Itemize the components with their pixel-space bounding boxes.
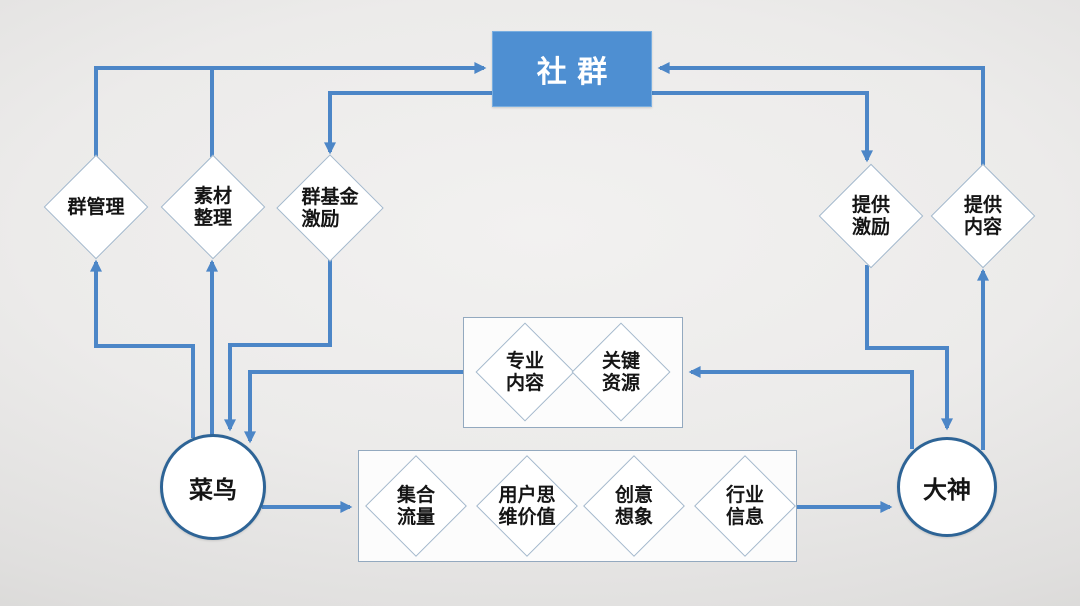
edge-community-to-group-fund-incentive — [324, 91, 492, 155]
node-group-fund-incentive-label: 群基金 激励 — [301, 185, 359, 230]
node-creative-imagination-label: 创意 想象 — [614, 483, 653, 528]
edge-provide-content-to-community — [657, 62, 985, 167]
edge-master-to-middle-group — [688, 366, 914, 449]
edge-community-to-provide-incentive — [652, 91, 873, 163]
node-provide-content-label: 提供 内容 — [963, 193, 1002, 238]
node-rookie: 菜鸟 — [160, 434, 266, 540]
node-key-resources-label: 关键 资源 — [601, 349, 640, 394]
node-material-organizing-label: 素材 整理 — [193, 184, 232, 229]
edge-group-management-to-community — [94, 62, 487, 157]
node-group-management-label: 群管理 — [67, 195, 125, 218]
node-user-thinking-value-label: 用户思 维价值 — [498, 483, 556, 528]
node-community-label: 社 群 — [536, 55, 608, 90]
node-rookie-label: 菜鸟 — [189, 475, 237, 504]
node-provide-incentive-label: 提供 激励 — [851, 193, 890, 238]
node-aggregate-traffic-label: 集合 流量 — [396, 483, 435, 528]
node-community: 社 群 — [492, 31, 652, 107]
node-industry-info-label: 行业 信息 — [725, 483, 764, 528]
edge-provide-incentive-to-master — [865, 265, 953, 431]
node-master: 大神 — [897, 437, 997, 537]
edge-middle-group-to-rookie — [244, 370, 463, 444]
edge-rookie-to-group-management — [90, 259, 195, 438]
edge-group-fund-incentive-to-rookie — [224, 258, 332, 432]
node-master-label: 大神 — [923, 475, 971, 504]
node-professional-content-label: 专业 内容 — [505, 349, 544, 394]
